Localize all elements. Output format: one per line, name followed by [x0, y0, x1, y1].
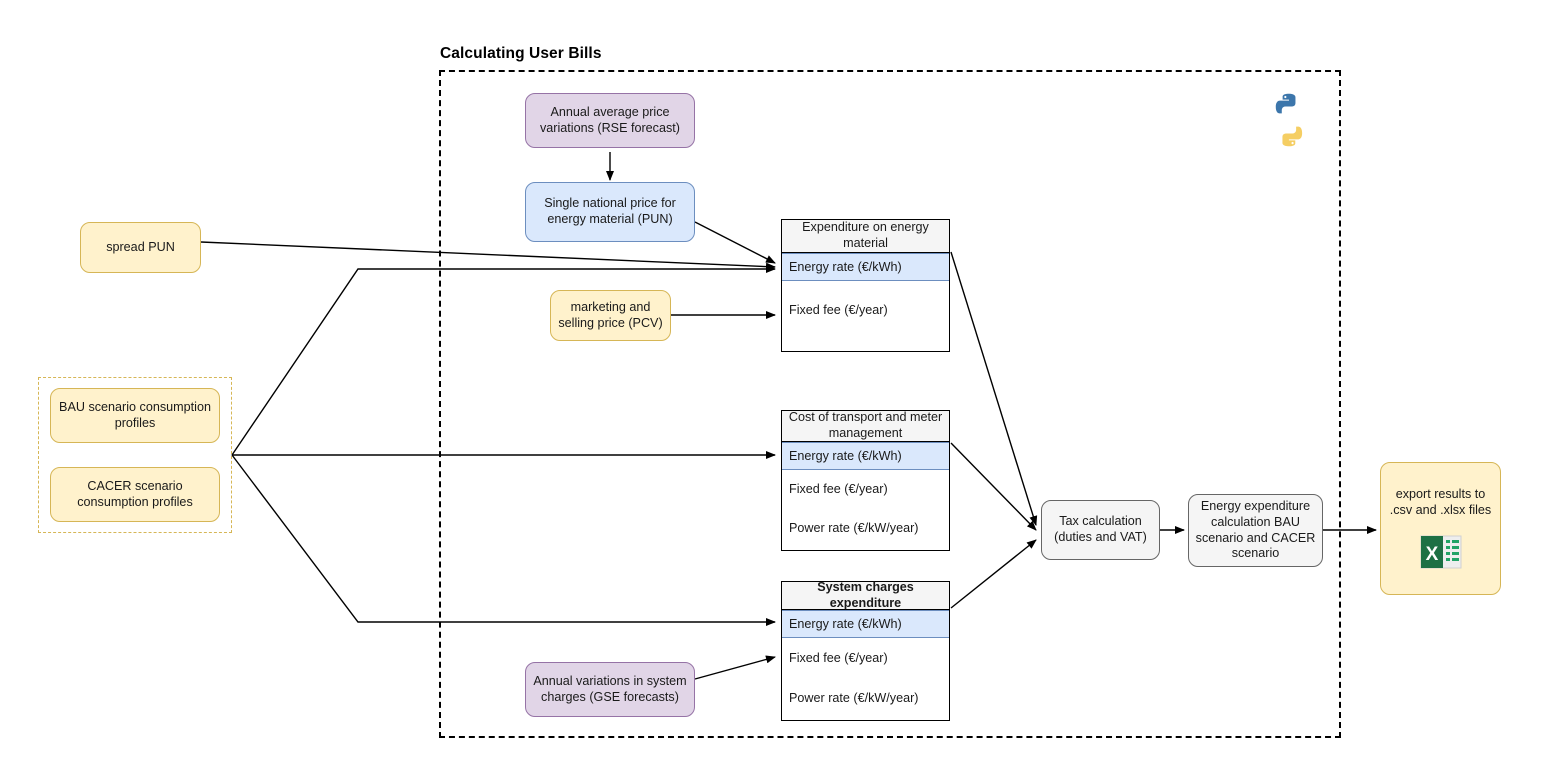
table-header: Expenditure on energy material: [782, 220, 949, 253]
input-pcv-marketing-price-label: marketing and selling price (PCV): [558, 299, 663, 330]
process-tax-calculation-label: Tax calculation (duties and VAT): [1054, 514, 1147, 544]
input-spread-pun[interactable]: spread PUN: [80, 222, 201, 273]
input-cacer-profiles-label: CACER scenario consumption profiles: [77, 478, 193, 509]
table-expenditure-on-energy-material: Expenditure on energy material Energy ra…: [781, 219, 950, 352]
edge-spreadpun-to-expenditure: [200, 241, 776, 271]
svg-text:X: X: [1425, 544, 1438, 565]
process-energy-expenditure-calculation[interactable]: Energy expenditure calculation BAU scena…: [1188, 494, 1323, 567]
table-row-power-rate[interactable]: Power rate (€/kW/year): [789, 521, 919, 535]
table-header: System charges expenditure: [782, 580, 949, 610]
node-single-national-price-pun[interactable]: Single national price for energy materia…: [525, 182, 695, 242]
table-row-energy-rate[interactable]: Energy rate (€/kWh): [782, 253, 949, 281]
input-gse-system-charges-label: Annual variations in system charges (GSE…: [533, 673, 687, 704]
input-pcv-marketing-price[interactable]: marketing and selling price (PCV): [550, 290, 671, 341]
process-tax-calculation[interactable]: Tax calculation (duties and VAT): [1041, 500, 1160, 560]
process-energy-expenditure-calculation-label: Energy expenditure calculation BAU scena…: [1195, 499, 1316, 561]
table-cost-of-transport-and-meter-management: Cost of transport and meter management E…: [781, 410, 950, 551]
edge-expenditure-to-tax: [950, 251, 1038, 526]
node-single-national-price-pun-label: Single national price for energy materia…: [544, 196, 676, 226]
input-bau-profiles-label: BAU scenario consumption profiles: [59, 399, 211, 430]
edge-transport-to-tax: [950, 442, 1037, 531]
input-bau-profiles[interactable]: BAU scenario consumption profiles: [50, 388, 220, 443]
input-gse-system-charges[interactable]: Annual variations in system charges (GSE…: [525, 662, 695, 717]
output-export-results[interactable]: export results to .csv and .xlsx files X: [1380, 462, 1501, 595]
consumption-profiles-group: [38, 377, 232, 533]
page-title: Calculating User Bills: [440, 45, 602, 62]
table-row-energy-rate[interactable]: Energy rate (€/kWh): [782, 610, 949, 638]
table-row-fixed-fee[interactable]: Fixed fee (€/year): [789, 303, 888, 317]
table-row-fixed-fee[interactable]: Fixed fee (€/year): [789, 651, 888, 665]
edge-profiles-to-expenditure: [231, 265, 776, 456]
output-export-results-label: export results to .csv and .xlsx files: [1389, 487, 1492, 517]
table-row-power-rate[interactable]: Power rate (€/kW/year): [789, 691, 919, 705]
table-system-charges-expenditure: System charges expenditure Energy rate (…: [781, 580, 950, 721]
table-row-energy-rate[interactable]: Energy rate (€/kWh): [782, 442, 949, 470]
input-cacer-profiles[interactable]: CACER scenario consumption profiles: [50, 467, 220, 522]
edge-system-to-tax: [950, 539, 1037, 609]
excel-file-icon: X: [1420, 532, 1462, 577]
table-row-fixed-fee[interactable]: Fixed fee (€/year): [789, 482, 888, 496]
edge-gse-to-systemfixedfee: [694, 655, 776, 680]
input-rse-price-variations[interactable]: Annual average price variations (RSE for…: [525, 93, 695, 148]
edge-pun-to-expenditure: [694, 221, 776, 264]
calculating-user-bills-boundary: [439, 70, 1341, 738]
input-rse-price-variations-label: Annual average price variations (RSE for…: [540, 104, 680, 135]
edge-profiles-to-system: [231, 454, 776, 626]
table-header: Cost of transport and meter management: [782, 410, 949, 442]
python-logo-icon: [1259, 90, 1319, 150]
input-spread-pun-label: spread PUN: [106, 239, 175, 254]
